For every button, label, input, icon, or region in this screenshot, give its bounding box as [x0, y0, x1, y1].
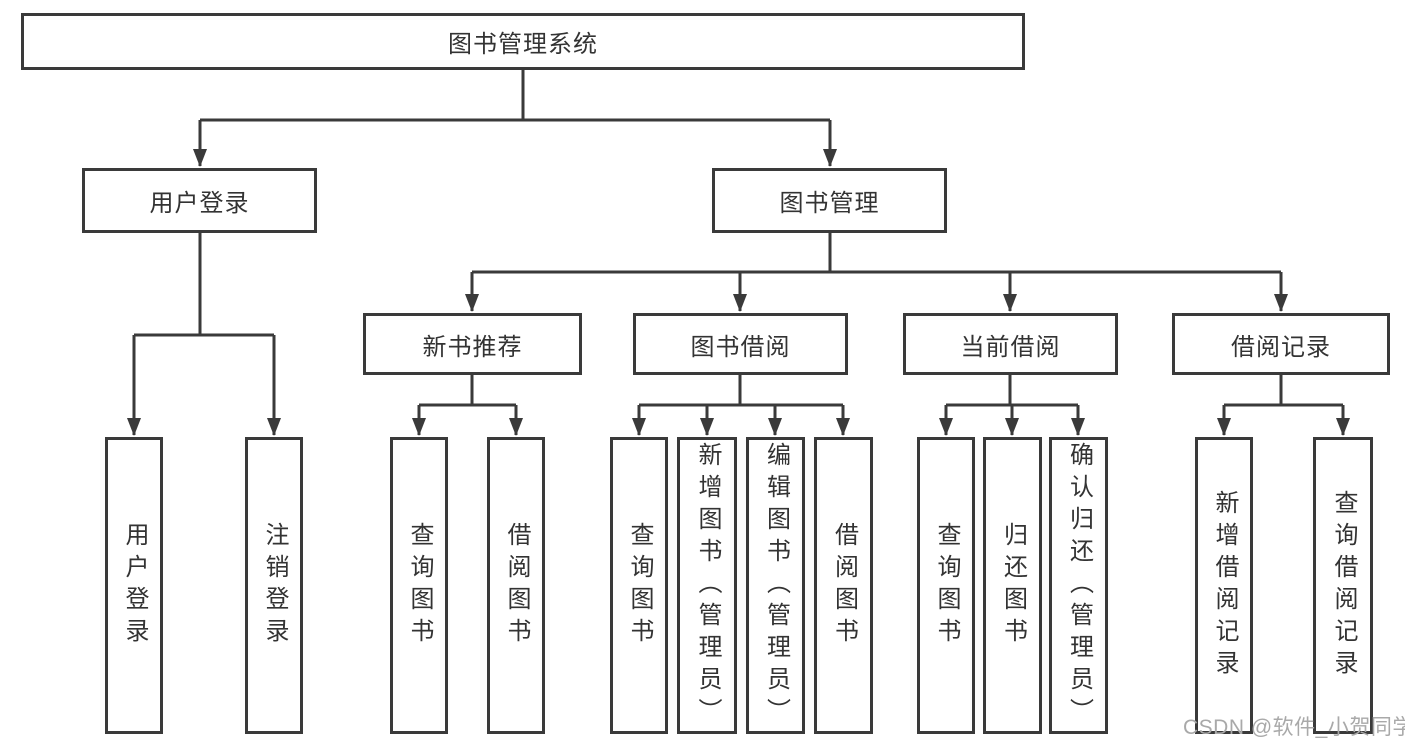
node-current-borrow: 当前借阅 [903, 313, 1118, 375]
node-book-borrow: 图书借阅 [633, 313, 848, 375]
connector-new-book-rec-trunk [419, 375, 516, 407]
node-leaf-query-book-rec: 查询图书 [390, 437, 448, 734]
node-new-book-rec-label: 新书推荐 [422, 333, 523, 361]
node-user-login: 用户登录 [82, 168, 317, 233]
node-leaf-edit-book-admin: 编辑图书（管理员） [746, 437, 805, 734]
node-leaf-query-book-borrow-label: 查询图书 [626, 521, 653, 650]
node-leaf-borrow-book-rec-label: 借阅图书 [503, 521, 530, 650]
node-borrow-records: 借阅记录 [1172, 313, 1390, 375]
connector-user-login-trunk [134, 233, 274, 337]
node-current-borrow-label: 当前借阅 [960, 333, 1061, 361]
node-leaf-add-book-admin-label: 新增图书（管理员） [694, 441, 721, 730]
node-user-login-label: 用户登录 [149, 190, 250, 217]
node-leaf-logout-label: 注销登录 [261, 521, 288, 650]
node-leaf-query-book-borrow: 查询图书 [610, 437, 668, 734]
node-book-mgmt-label: 图书管理 [779, 190, 880, 217]
node-leaf-query-book-rec-label: 查询图书 [406, 521, 433, 650]
node-leaf-user-login: 用户登录 [105, 437, 163, 734]
connector-borrow-records-trunk [1224, 375, 1343, 407]
node-root: 图书管理系统 [21, 13, 1025, 70]
node-book-mgmt: 图书管理 [712, 168, 947, 233]
node-root-label: 图书管理系统 [448, 31, 598, 58]
node-leaf-borrow-book-rec: 借阅图书 [487, 437, 545, 734]
node-new-book-rec: 新书推荐 [363, 313, 582, 375]
node-leaf-query-borrow-record: 查询借阅记录 [1313, 437, 1373, 734]
node-leaf-edit-book-admin-label: 编辑图书（管理员） [762, 441, 790, 730]
node-leaf-query-book-current-label: 查询图书 [933, 521, 960, 650]
node-leaf-return-book: 归还图书 [983, 437, 1042, 734]
node-leaf-confirm-return-admin: 确认归还（管理员） [1049, 437, 1108, 734]
node-leaf-logout: 注销登录 [245, 437, 303, 734]
node-leaf-add-borrow-record-label: 新增借阅记录 [1211, 489, 1238, 682]
node-leaf-add-book-admin: 新增图书（管理员） [677, 437, 737, 734]
connector-book-mgmt-trunk [472, 233, 1281, 274]
node-book-borrow-label: 图书借阅 [690, 333, 791, 361]
node-leaf-add-borrow-record: 新增借阅记录 [1195, 437, 1253, 734]
node-leaf-query-book-current: 查询图书 [917, 437, 975, 734]
node-leaf-borrow-book-borrow: 借阅图书 [814, 437, 873, 734]
node-borrow-records-label: 借阅记录 [1231, 333, 1331, 361]
csdn-watermark: CSDN @软件_小贺同学 [1183, 716, 1405, 739]
connector-root-trunk [200, 70, 830, 122]
connector-book-borrow-trunk [639, 375, 843, 407]
node-leaf-query-borrow-record-label: 查询借阅记录 [1330, 489, 1357, 682]
node-leaf-confirm-return-admin-label: 确认归还（管理员） [1065, 441, 1093, 730]
node-leaf-borrow-book-borrow-label: 借阅图书 [830, 521, 858, 650]
connector-current-borrow-trunk [946, 375, 1078, 407]
node-leaf-return-book-label: 归还图书 [999, 521, 1027, 650]
node-leaf-user-login-label: 用户登录 [121, 521, 148, 650]
